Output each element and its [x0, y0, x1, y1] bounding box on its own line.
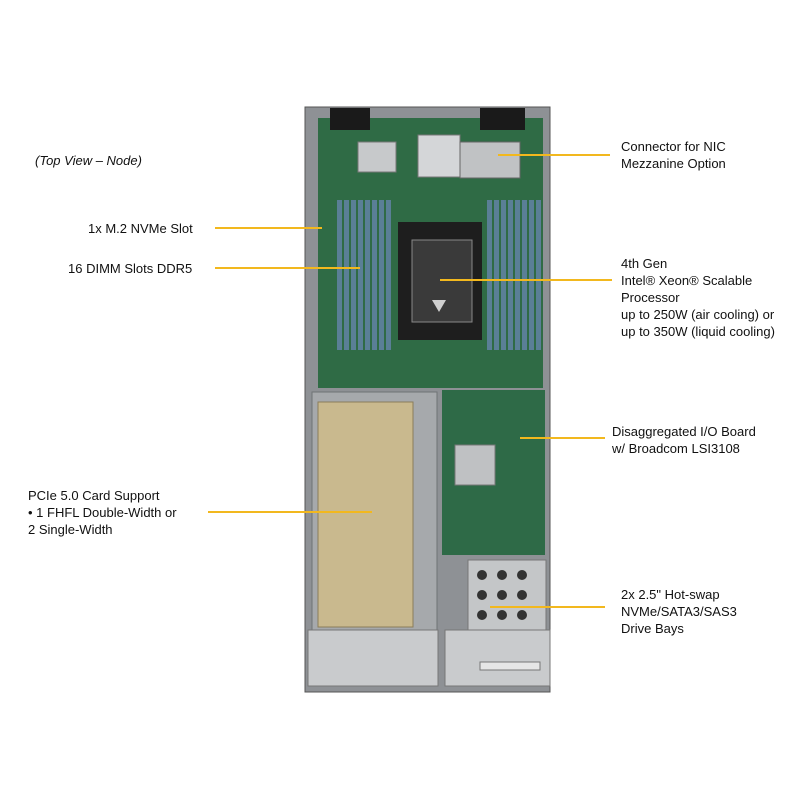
- pcie-card: [317, 401, 414, 628]
- callout-io: Disaggregated I/O Board w/ Broadcom LSI3…: [612, 423, 756, 457]
- callout-cpu-line: up to 350W (liquid cooling): [621, 324, 775, 339]
- rear-connector-right: [480, 108, 525, 130]
- callout-cpu: 4th Gen Intel® Xeon® Scalable Processor …: [621, 255, 775, 340]
- drive-bay-hole: [497, 590, 507, 600]
- callout-drives-line: NVMe/SATA3/SAS3: [621, 604, 737, 619]
- drive-bay-handle: [479, 661, 541, 671]
- dimm-slot: [337, 200, 342, 350]
- dimm-slot: [358, 200, 363, 350]
- dimm-bank-left: [337, 200, 391, 350]
- dimm-slot: [372, 200, 377, 350]
- callout-dimm: 16 DIMM Slots DDR5: [68, 260, 192, 277]
- dimm-slot: [344, 200, 349, 350]
- callout-pcie-line: • 1 FHFL Double-Width or: [28, 505, 177, 520]
- front-panel-left: [307, 629, 439, 687]
- callout-drives: 2x 2.5" Hot-swap NVMe/SATA3/SAS3 Drive B…: [621, 586, 737, 637]
- dimm-slot: [351, 200, 356, 350]
- callout-cpu-line: 4th Gen: [621, 256, 668, 271]
- dimm-slot: [536, 200, 541, 350]
- leader-lines: [208, 154, 612, 608]
- dimm-slot: [386, 200, 391, 350]
- dimm-slot: [379, 200, 384, 350]
- drive-bay-hole: [517, 570, 527, 580]
- callout-nic-line: Mezzanine Option: [621, 156, 726, 171]
- dimm-slot: [365, 200, 370, 350]
- callout-cpu-line: Intel® Xeon® Scalable: [621, 273, 753, 288]
- dimm-slot: [487, 200, 492, 350]
- dimm-slot: [508, 200, 513, 350]
- dimm-slot: [515, 200, 520, 350]
- dimm-slot: [501, 200, 506, 350]
- front-panel-right: [444, 629, 551, 687]
- drive-bay-hole: [517, 610, 527, 620]
- callout-cpu-line: Processor: [621, 290, 680, 305]
- drive-bay-hole: [477, 570, 487, 580]
- callout-pcie-line: 2 Single-Width: [28, 522, 113, 537]
- callout-drives-line: Drive Bays: [621, 621, 684, 636]
- nic-mezzanine-connector: [459, 141, 521, 179]
- drive-bay-hole: [517, 590, 527, 600]
- io-board-heatsink: [454, 444, 496, 486]
- drive-bay-hole: [497, 570, 507, 580]
- drive-bay-holes: [477, 570, 527, 620]
- callout-io-line: w/ Broadcom LSI3108: [612, 441, 740, 456]
- dimm-bank-right: [487, 200, 541, 350]
- callout-nic: Connector for NIC Mezzanine Option: [621, 138, 726, 172]
- callout-cpu-line: up to 250W (air cooling) or: [621, 307, 775, 322]
- view-label: (Top View – Node): [35, 153, 142, 168]
- callout-pcie-line: PCIe 5.0 Card Support: [28, 488, 160, 503]
- dimm-slot: [522, 200, 527, 350]
- callout-dimm-line: 16 DIMM Slots DDR5: [68, 261, 193, 276]
- callout-drives-line: 2x 2.5" Hot-swap: [621, 587, 720, 602]
- chipset-heatsink: [357, 141, 397, 173]
- drive-bay-hole: [497, 610, 507, 620]
- dimm-slot: [494, 200, 499, 350]
- callout-pcie: PCIe 5.0 Card Support • 1 FHFL Double-Wi…: [28, 487, 177, 538]
- nic-mezzanine-heatsink: [417, 134, 461, 178]
- callout-io-line: Disaggregated I/O Board: [612, 424, 756, 439]
- drive-bay-hole: [477, 590, 487, 600]
- drive-bay-hole: [477, 610, 487, 620]
- dimm-slot: [529, 200, 534, 350]
- callout-m2: 1x M.2 NVMe Slot: [88, 220, 193, 237]
- callout-nic-line: Connector for NIC: [621, 139, 726, 154]
- callout-m2-line: 1x M.2 NVMe Slot: [88, 221, 193, 236]
- rear-connector-left: [330, 108, 370, 130]
- cpu-socket-marker: [432, 300, 446, 312]
